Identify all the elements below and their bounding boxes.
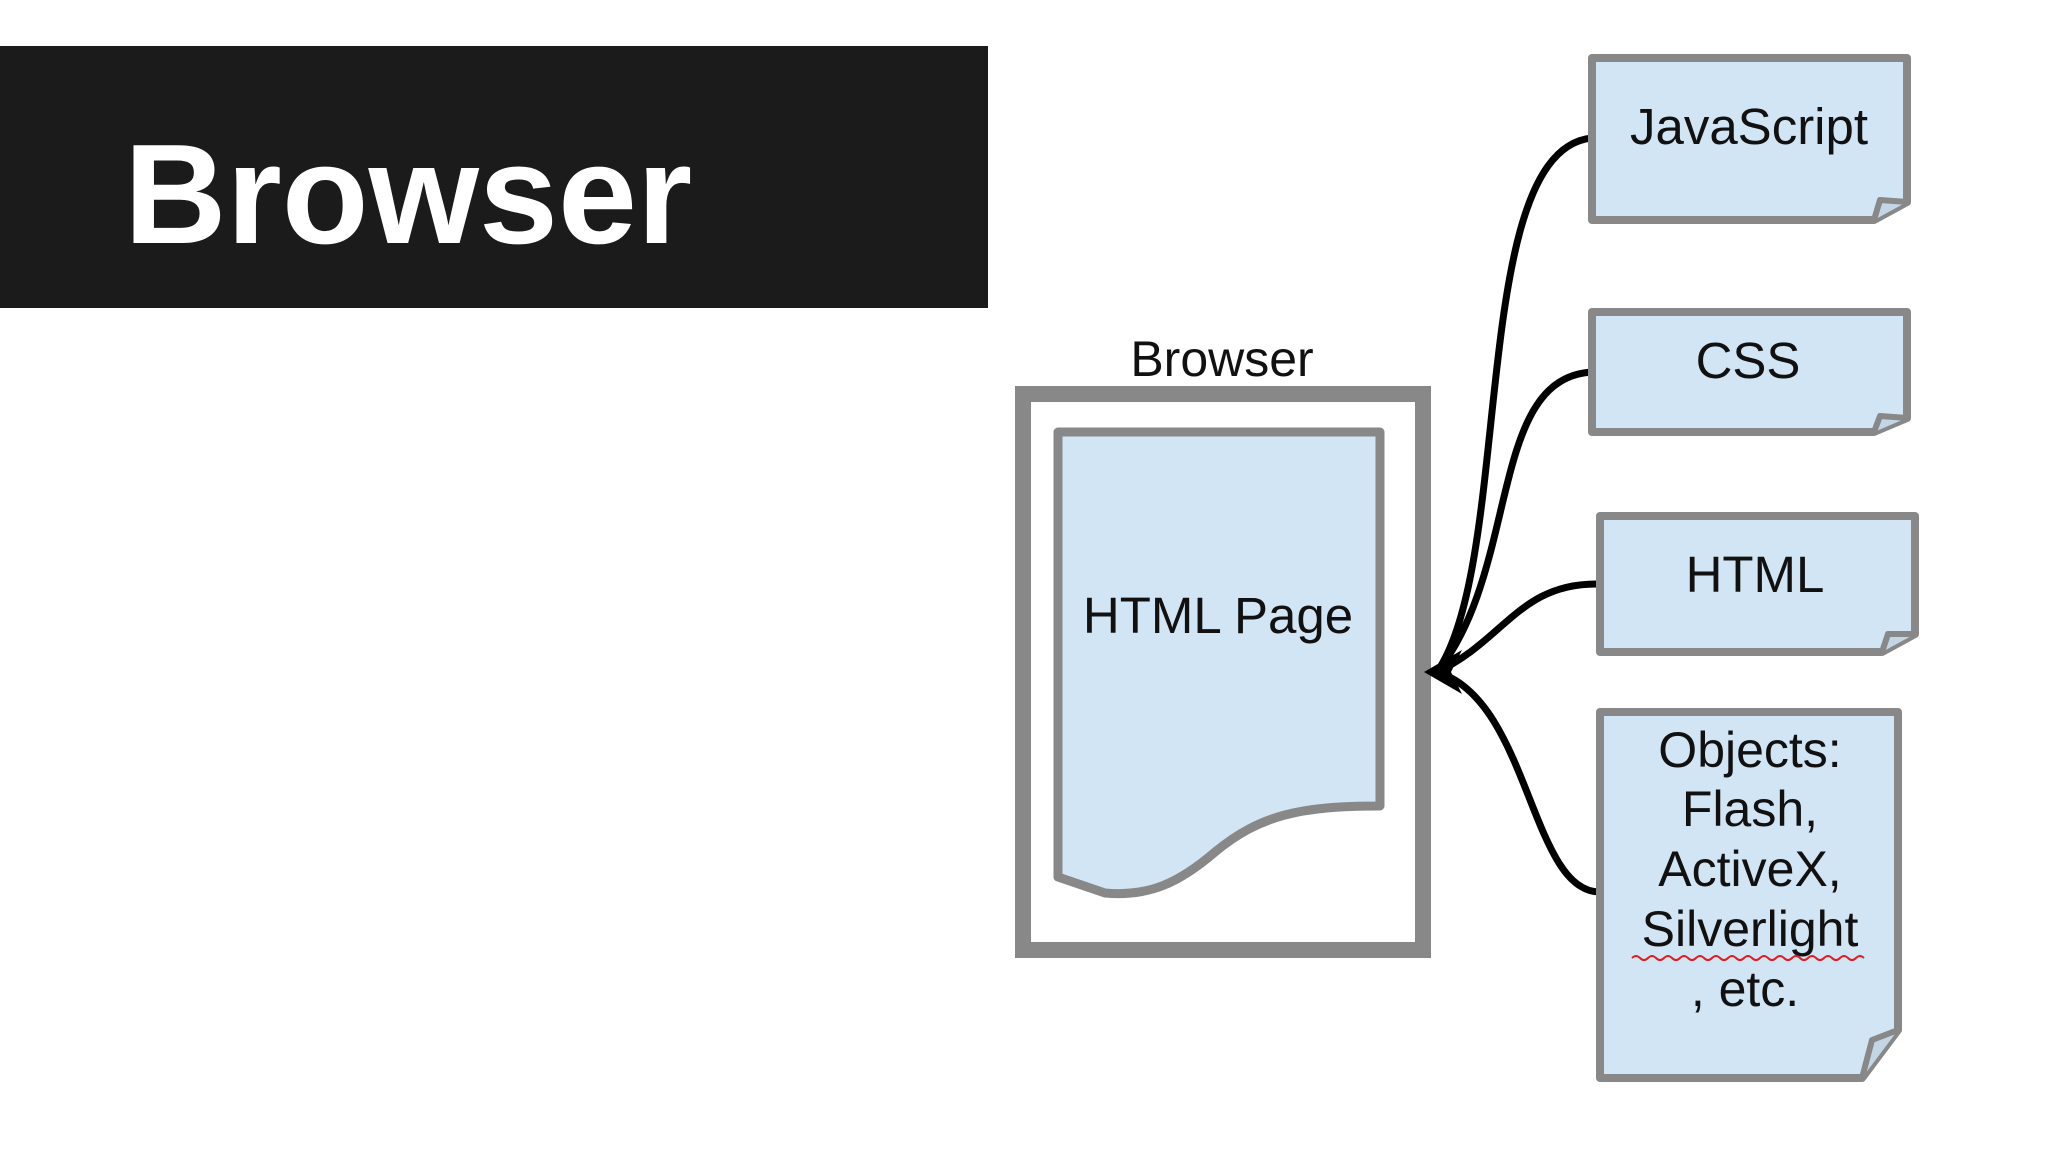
- connector-javascript: [1433, 134, 1596, 676]
- html-page-label: HTML Page: [1083, 587, 1353, 644]
- objects-label-line-1: Objects:: [1658, 722, 1841, 778]
- objects-label-line-5: , etc.: [1691, 961, 1799, 1017]
- objects-label-line-3: ActiveX,: [1658, 841, 1841, 897]
- css-box-fold: [1871, 413, 1908, 434]
- spellcheck-underline: [1631, 955, 1865, 961]
- html-label: HTML: [1686, 546, 1825, 603]
- connector-css: [1433, 368, 1596, 676]
- title-band: [0, 46, 988, 308]
- css-label: CSS: [1696, 332, 1801, 389]
- html-page-document: [1053, 427, 1385, 899]
- objects-box-fold: [1859, 1027, 1900, 1079]
- objects-label-line-4: Silverlight: [1642, 901, 1859, 957]
- connectors: [1433, 134, 1604, 896]
- browser-label: Browser: [1130, 331, 1313, 387]
- javascript-box-fold: [1871, 197, 1908, 221]
- slide-title: Browser: [124, 115, 693, 274]
- objects-label-line-2: Flash,: [1682, 781, 1818, 837]
- connector-html: [1433, 580, 1604, 676]
- arrowhead-icon: [1424, 650, 1462, 694]
- html-box-fold: [1879, 631, 1915, 653]
- javascript-label: JavaScript: [1630, 98, 1868, 155]
- connector-objects: [1433, 668, 1604, 896]
